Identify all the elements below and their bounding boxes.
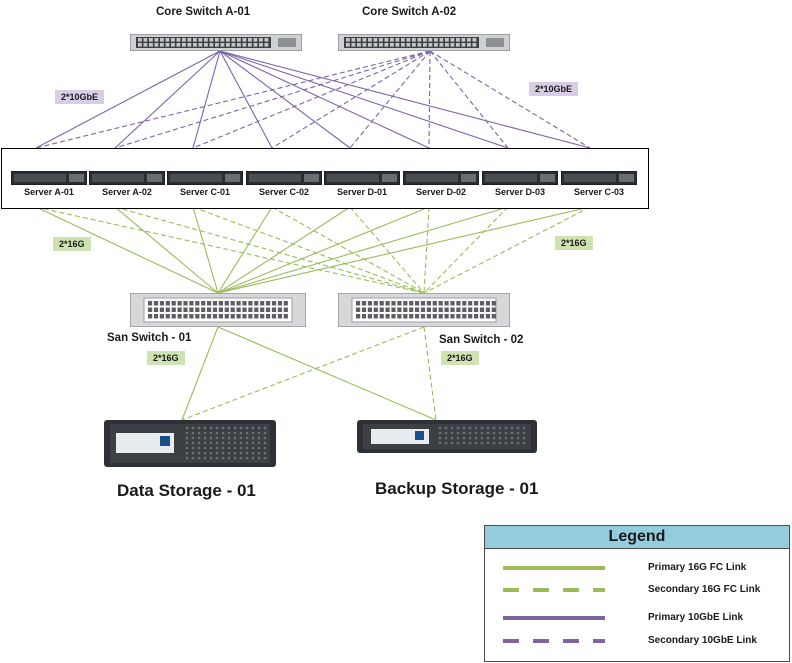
legend-item: Primary 16G FC Link — [485, 559, 789, 579]
server-label: Server C-01 — [179, 187, 231, 197]
tag-16g-san2: 2*16G — [441, 351, 479, 365]
core-switch-a02[interactable] — [338, 34, 510, 51]
data-storage-01[interactable] — [104, 420, 276, 467]
legend-title: Legend — [485, 526, 789, 549]
server-label: Server C-02 — [258, 187, 310, 197]
server-2[interactable] — [89, 171, 165, 185]
primary-link — [217, 206, 591, 294]
secondary-link — [181, 326, 425, 421]
primary-link — [219, 50, 509, 149]
secondary-link — [35, 50, 431, 149]
server-label: Server A-02 — [102, 187, 152, 197]
secondary-link — [114, 206, 425, 294]
fc-links — [35, 206, 591, 421]
legend-item-label: Secondary 16G FC Link — [648, 584, 761, 595]
san-switch-01-ports — [148, 301, 288, 319]
server-5[interactable] — [324, 171, 400, 185]
tag-10gbe-right: 2*10GbE — [529, 82, 579, 96]
data-storage-label: Data Storage - 01 — [117, 481, 256, 500]
legend-item: Secondary 16G FC Link — [485, 581, 789, 601]
tag-16g-left: 2*16G — [53, 237, 91, 251]
san-switch-02-ports — [356, 301, 496, 319]
legend-item-label: Primary 10GbE Link — [648, 612, 744, 623]
server-1[interactable] — [11, 171, 87, 185]
server-label: Server C-03 — [573, 187, 625, 197]
secondary-link — [423, 206, 591, 294]
server-6[interactable] — [403, 171, 479, 185]
primary-link — [217, 206, 351, 294]
primary-link — [217, 206, 273, 294]
backup-storage-01[interactable] — [357, 420, 537, 453]
secondary-link — [192, 50, 431, 149]
secondary-link — [271, 206, 425, 294]
primary-link — [192, 50, 221, 149]
server-label: Server D-01 — [336, 187, 388, 197]
tag-16g-san1: 2*16G — [147, 351, 185, 365]
secondary-link — [423, 206, 509, 294]
san-switch-01-label: San Switch - 01 — [107, 332, 192, 344]
server-7[interactable] — [482, 171, 558, 185]
legend-item-label: Primary 16G FC Link — [648, 562, 747, 573]
secondary-link — [192, 206, 425, 294]
primary-link — [192, 206, 219, 294]
server-8[interactable] — [561, 171, 637, 185]
primary-link — [219, 50, 591, 149]
primary-link — [35, 50, 221, 149]
legend-item: Primary 10GbE Link — [485, 609, 789, 629]
secondary-link — [429, 50, 591, 149]
primary-link — [114, 206, 219, 294]
core-switch-a02-label: Core Switch A-02 — [362, 6, 457, 18]
server-4[interactable] — [246, 171, 322, 185]
server-label: Server A-01 — [24, 187, 74, 197]
primary-link — [217, 206, 509, 294]
server-3[interactable] — [167, 171, 243, 185]
san-switch-01[interactable] — [130, 293, 306, 327]
secondary-link — [423, 326, 437, 421]
san-switch-02[interactable] — [338, 293, 510, 327]
ethernet-links — [35, 50, 591, 149]
primary-link — [219, 50, 430, 149]
primary-link — [219, 50, 351, 149]
secondary-link — [349, 206, 425, 294]
primary-link — [181, 326, 219, 421]
data-storage-mesh — [185, 426, 267, 460]
secondary-link — [429, 50, 509, 149]
core-switch-a01[interactable] — [130, 34, 302, 51]
tag-10gbe-left: 2*10GbE — [55, 90, 105, 104]
secondary-link — [35, 206, 425, 294]
primary-link — [217, 206, 430, 294]
primary-link — [35, 206, 219, 294]
tag-16g-right: 2*16G — [555, 236, 593, 250]
secondary-link — [271, 50, 431, 149]
primary-link — [114, 50, 221, 149]
legend-item-label: Secondary 10GbE Link — [648, 635, 757, 646]
backup-storage-label: Backup Storage - 01 — [375, 479, 539, 498]
core-switch-a01-label: Core Switch A-01 — [156, 6, 251, 18]
secondary-link — [423, 206, 430, 294]
primary-link — [217, 326, 437, 421]
server-label: Server D-02 — [415, 187, 467, 197]
primary-link — [219, 50, 273, 149]
legend-item: Secondary 10GbE Link — [485, 632, 789, 652]
backup-storage-mesh — [438, 426, 526, 445]
secondary-link — [349, 50, 431, 149]
secondary-link — [114, 50, 431, 149]
san-switch-02-label: San Switch - 02 — [439, 334, 524, 346]
secondary-link — [428, 50, 431, 149]
server-label: Server D-03 — [494, 187, 546, 197]
